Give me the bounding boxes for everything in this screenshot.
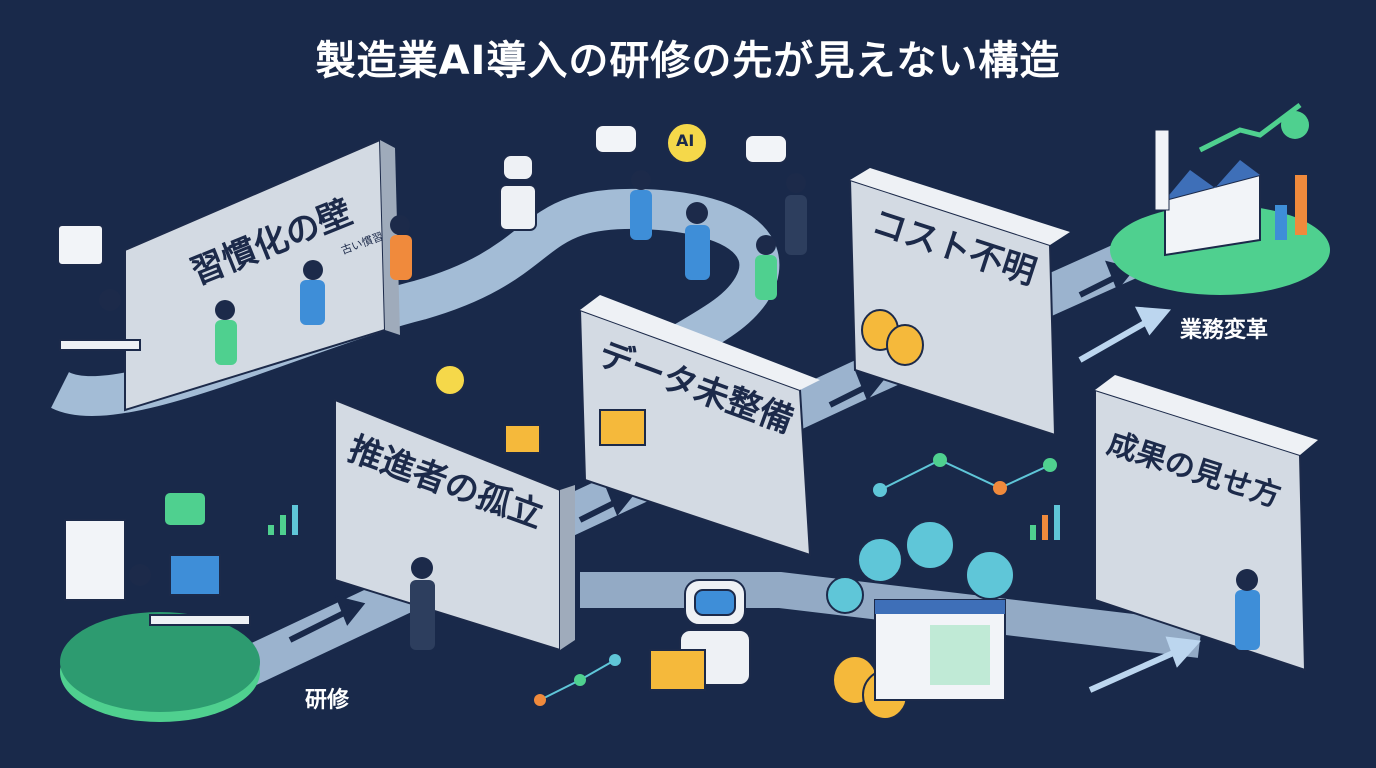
lightbulb-icon (434, 122, 708, 396)
panel-habit (124, 138, 387, 412)
spreadsheet-icon (874, 599, 1006, 701)
network-graph (534, 453, 1057, 706)
page-title: 製造業AI導入の研修の先が見えない構造 (315, 38, 1061, 84)
people-figures (99, 170, 1260, 650)
path-ribbon-bottom (580, 572, 1203, 658)
start-label: 研修 (305, 688, 350, 713)
chat-bubble-icon (57, 124, 788, 266)
goal-label: 業務変革 (1180, 318, 1269, 343)
bar-chart-icon (268, 505, 1060, 540)
factory-icon (1154, 103, 1309, 257)
folder-icon (504, 409, 706, 691)
ai-badge: AI (676, 131, 695, 150)
question-bubble-icon (826, 520, 1015, 614)
desk-icon (59, 339, 251, 626)
arrow-icon (1078, 306, 1202, 693)
money-bag-icon (832, 309, 924, 720)
panel-data (578, 308, 812, 557)
graduation-cap-icon (165, 493, 205, 525)
